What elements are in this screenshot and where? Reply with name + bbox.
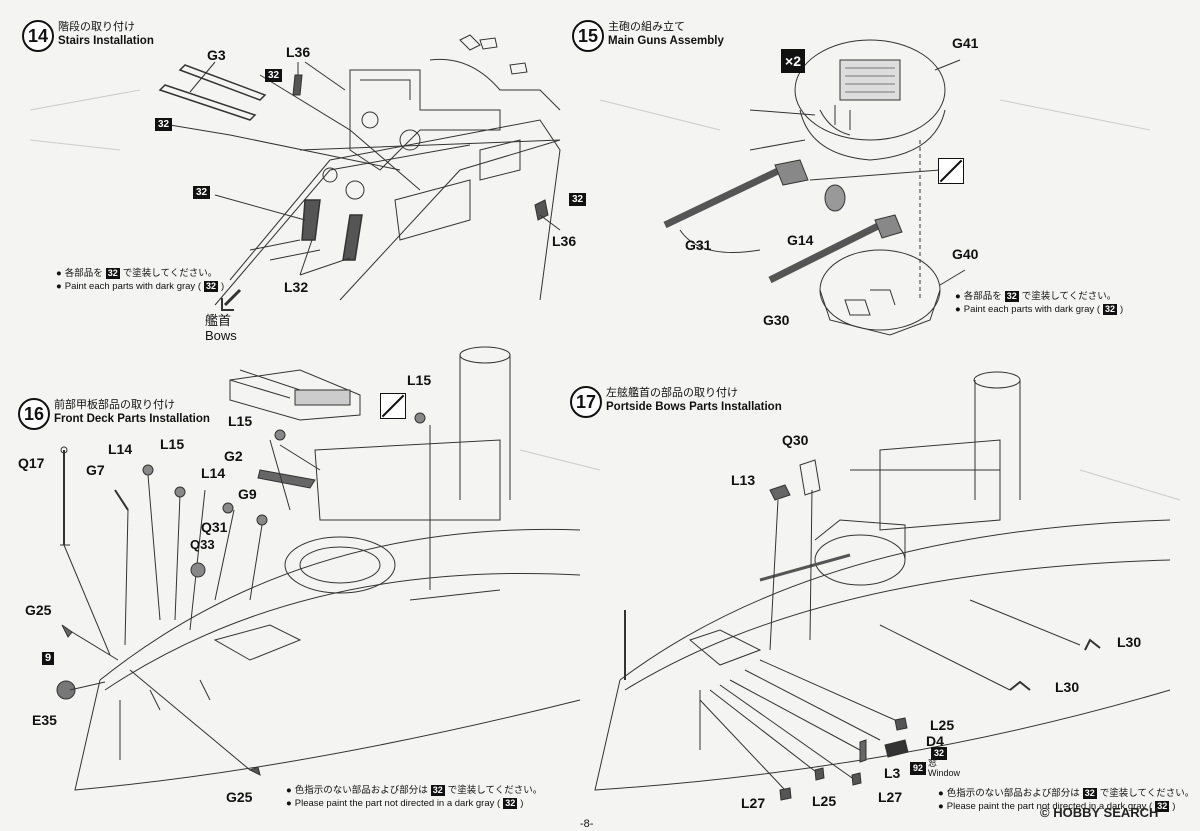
part-label: Q30 (782, 432, 809, 448)
no-cement-icon (380, 393, 406, 419)
part-label: L30 (1117, 634, 1142, 650)
no-cement-icon (938, 158, 964, 184)
step16-drawing (56, 346, 581, 791)
step-number: 17 (570, 386, 602, 418)
part-label: L14 (201, 465, 226, 481)
part-label: Q33 (190, 537, 215, 552)
step-16-header: 16 前部甲板部品の取り付け Front Deck Parts Installa… (18, 398, 210, 430)
part-label: D4 (926, 733, 944, 749)
color-code-box: 32 (155, 118, 173, 131)
part-label: L15 (228, 413, 253, 429)
step14-drawing (158, 34, 561, 311)
part-label: L14 (108, 441, 133, 457)
part-label: G30 (763, 312, 790, 328)
part-label: L32 (284, 279, 309, 295)
part-label: L36 (552, 233, 577, 249)
step-title-en: Portside Bows Parts Installation (606, 401, 782, 413)
part-label: G2 (224, 448, 243, 464)
part-label: G14 (787, 232, 814, 248)
part-label: L36 (286, 44, 311, 60)
part-label: L13 (731, 472, 756, 488)
part-label: L30 (1055, 679, 1080, 695)
part-label: G3 (207, 47, 226, 63)
part-label: Q17 (18, 455, 45, 471)
step-number: 16 (18, 398, 50, 430)
part-label: G9 (238, 486, 257, 502)
step-14-header: 14 階段の取り付け Stairs Installation (22, 20, 154, 52)
step-title-jp: 左舷艦首の部品の取り付け (606, 387, 738, 399)
quantity-x2-badge: ×2 (781, 49, 805, 73)
step-title-jp: 前部甲板部品の取り付け (54, 399, 175, 411)
part-label: Q31 (201, 519, 228, 535)
part-label: L15 (407, 372, 432, 388)
color-code-box: 32 (193, 186, 211, 199)
step-title-en: Main Guns Assembly (608, 35, 724, 47)
part-label: L25 (930, 717, 955, 733)
part-label: G25 (25, 602, 52, 618)
part-label: L15 (160, 436, 185, 452)
part-label: G41 (952, 35, 979, 51)
step-title-jp: 階段の取り付け (58, 21, 135, 33)
step-title-jp: 主砲の組み立て (608, 21, 685, 33)
color-code-box: 32 (569, 193, 587, 206)
color-code-box: 32 (931, 747, 948, 760)
bows-direction-label: 艦首 Bows (205, 313, 237, 343)
color-code-box: 32 (265, 69, 283, 82)
step-15-header: 15 主砲の組み立て Main Guns Assembly (572, 20, 724, 52)
part-label: L3 (884, 765, 901, 781)
part-label: L27 (878, 789, 903, 805)
page-number: -8- (580, 818, 594, 830)
step-number: 14 (22, 20, 54, 52)
part-label: L27 (741, 795, 766, 811)
step-number: 15 (572, 20, 604, 52)
part-label: G7 (86, 462, 105, 478)
step-title-en: Stairs Installation (58, 35, 154, 47)
step-17-header: 17 左舷艦首の部品の取り付け Portside Bows Parts Inst… (570, 386, 782, 418)
color-code-box: 9 (42, 652, 55, 665)
part-label: G25 (226, 789, 253, 805)
part-label: G40 (952, 246, 979, 262)
part-label: L25 (812, 793, 837, 809)
step15-drawing (663, 39, 966, 336)
step17-drawing (594, 371, 1171, 801)
step-title-en: Front Deck Parts Installation (54, 413, 210, 425)
watermark: © HOBBY SEARCH (1040, 805, 1159, 820)
part-label: G31 (685, 237, 712, 253)
part-label: E35 (32, 712, 57, 728)
